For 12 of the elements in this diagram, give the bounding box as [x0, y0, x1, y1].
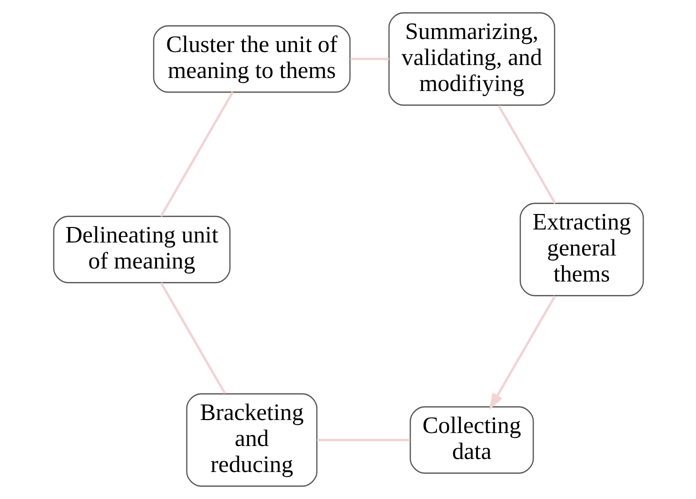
node-box: Summarizing, validating, and modifiying — [388, 12, 555, 106]
node-box: Extracting general thems — [519, 202, 644, 296]
connector — [350, 58, 388, 60]
node-box: Delineating unit of meaning — [52, 216, 230, 284]
node-box: Cluster the unit of meaning to thems — [152, 25, 350, 93]
node-box: Collecting data — [409, 406, 534, 474]
arrow — [488, 296, 556, 410]
connector — [497, 105, 556, 204]
connector — [316, 438, 410, 442]
node-box: Bracketing and reducing — [186, 393, 317, 487]
connector — [159, 92, 234, 217]
connector — [160, 282, 226, 394]
